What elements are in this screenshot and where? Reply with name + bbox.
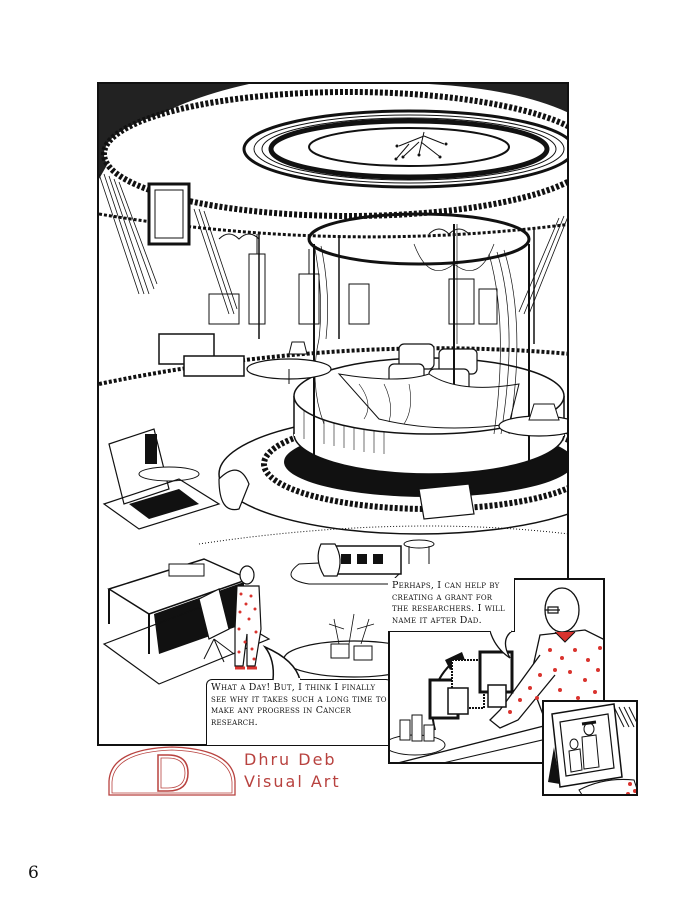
man-in-pajamas [234, 565, 262, 670]
logo-subtitle: Visual Art [244, 772, 341, 791]
inset-panel-family-photo [542, 700, 638, 796]
speech-bubble-2: Perhaps, I can help by creating a grant … [388, 578, 515, 632]
page-number: 6 [28, 863, 39, 883]
logo-name: Dhru Deb [244, 750, 337, 769]
bedroom-illustration [99, 84, 567, 685]
speech-bubble-1: What a Day! But, I think I finally see w… [206, 679, 392, 745]
speech-bubble-1-tail [262, 645, 301, 681]
speech-bubble-2-tail [490, 630, 513, 659]
family-photo-illustration [548, 703, 636, 794]
logo-mark [108, 746, 236, 796]
main-comic-panel [97, 82, 569, 746]
speech-bubble-2-text: Perhaps, I can help by creating a grant … [392, 580, 505, 626]
speech-bubble-1-text: What a Day! But, I think I finally see w… [211, 682, 387, 728]
